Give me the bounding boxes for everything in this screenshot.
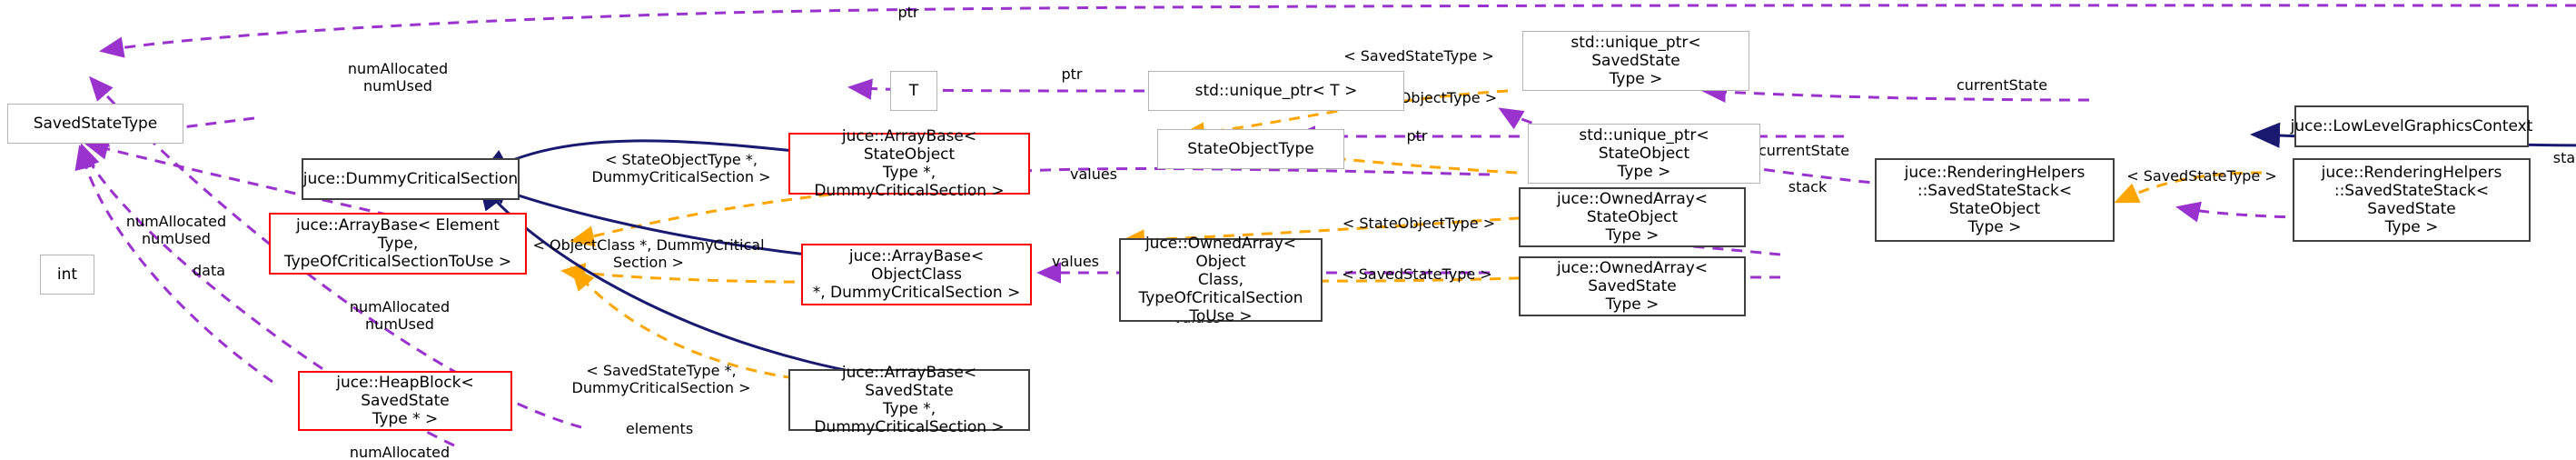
edge-label-lbl-stack-3: stack [2552, 149, 2576, 166]
edge-label-lbl-stack-1: stack [1788, 178, 1828, 195]
edge-label-lbl-currentstate-2: currentState [1758, 142, 1850, 159]
edge-label-lbl-numalloc-left: numAllocated numUsed [125, 213, 227, 247]
node-savedstatestack-state[interactable]: juce::RenderingHelpers ::SavedStateStack… [1875, 158, 2115, 242]
edge-label-lbl-ptr-right: ptr [1406, 127, 1428, 145]
node-savedstatestack-saved[interactable]: juce::RenderingHelpers ::SavedStateStack… [2293, 158, 2531, 242]
edge-ptr-top [99, 4, 2576, 58]
node-ownedarray-savedstate[interactable]: juce::OwnedArray< SavedState Type > [1519, 256, 1746, 316]
edge-label-lbl-numalloc-mid: numAllocated numUsed [349, 298, 451, 333]
edge-ownedarray-so-arraybase [991, 160, 1491, 182]
node-uniqueptr-t[interactable]: std::unique_ptr< T > [1148, 71, 1404, 111]
node-dummycriticalsection[interactable]: juce::DummyCriticalSection [302, 158, 520, 200]
edge-label-lbl-savedstatetype-2: < SavedStateType > [1342, 265, 1492, 283]
edge-label-lbl-savedstatetype-1: < SavedStateType > [1343, 47, 1494, 65]
node-stateobjecttype[interactable]: StateObjectType [1157, 129, 1344, 169]
edge-label-lbl-data: data [192, 262, 226, 279]
node-int[interactable]: int [40, 255, 94, 295]
edge-label-lbl-stateobj-dummy: < StateObjectType *, DummyCriticalSectio… [591, 151, 771, 185]
node-arraybase-stateobject[interactable]: juce::ArrayBase< StateObject Type *, Dum… [788, 127, 1030, 200]
node-ownedarray-stateobject[interactable]: juce::OwnedArray< StateObject Type > [1519, 187, 1746, 247]
edge-label-lbl-stateobjecttype-2: < StateObjectType > [1342, 215, 1496, 232]
edge-label-lbl-ptr-top: ptr [897, 4, 919, 21]
edge-label-lbl-savedstatetype-3: < SavedStateType > [2126, 167, 2277, 185]
node-uniqueptr-stateobject[interactable]: std::unique_ptr< StateObject Type > [1528, 124, 1760, 184]
node-heapblock-savedstate[interactable]: juce::HeapBlock< SavedState Type * > [298, 371, 512, 431]
edge-label-lbl-values-2: values [1051, 253, 1100, 270]
node-uniqueptr-savedstate[interactable]: std::unique_ptr< SavedState Type > [1522, 31, 1749, 91]
edge-label-lbl-elements: elements [625, 420, 694, 437]
node-savedstatetype[interactable]: SavedStateType [7, 104, 183, 144]
node-ownedarray-objectclass[interactable]: juce::OwnedArray< Object Class, TypeOfCr… [1119, 235, 1323, 325]
edge-label-lbl-numalloc-topleft: numAllocated numUsed [347, 60, 449, 95]
node-t[interactable]: T [890, 71, 937, 111]
node-arraybase-objectclass[interactable]: juce::ArrayBase< ObjectClass *, DummyCri… [801, 244, 1032, 305]
node-lowlevelgraphics[interactable]: juce::LowLevelGraphicsContext [2291, 105, 2532, 147]
edge-label-lbl-ptr-mid: ptr [1061, 65, 1083, 83]
edge-label-lbl-values-1: values [1069, 165, 1118, 183]
edge-label-lbl-savedstate-dummy: < SavedStateType *, DummyCriticalSection… [571, 362, 751, 396]
edge-label-lbl-currentstate-1: currentState [1956, 76, 2048, 94]
node-arraybase-savedstate[interactable]: juce::ArrayBase< SavedState Type *, Dumm… [788, 364, 1030, 436]
edge-label-lbl-numalloc-bottom: numAllocated numUsed [349, 444, 451, 460]
node-arraybase-element[interactable]: juce::ArrayBase< Element Type, TypeOfCri… [269, 213, 527, 275]
edge-label-lbl-objectclass-dummy: < ObjectClass *, DummyCritical Section > [532, 236, 765, 271]
edge-int-heapblock [74, 145, 273, 384]
